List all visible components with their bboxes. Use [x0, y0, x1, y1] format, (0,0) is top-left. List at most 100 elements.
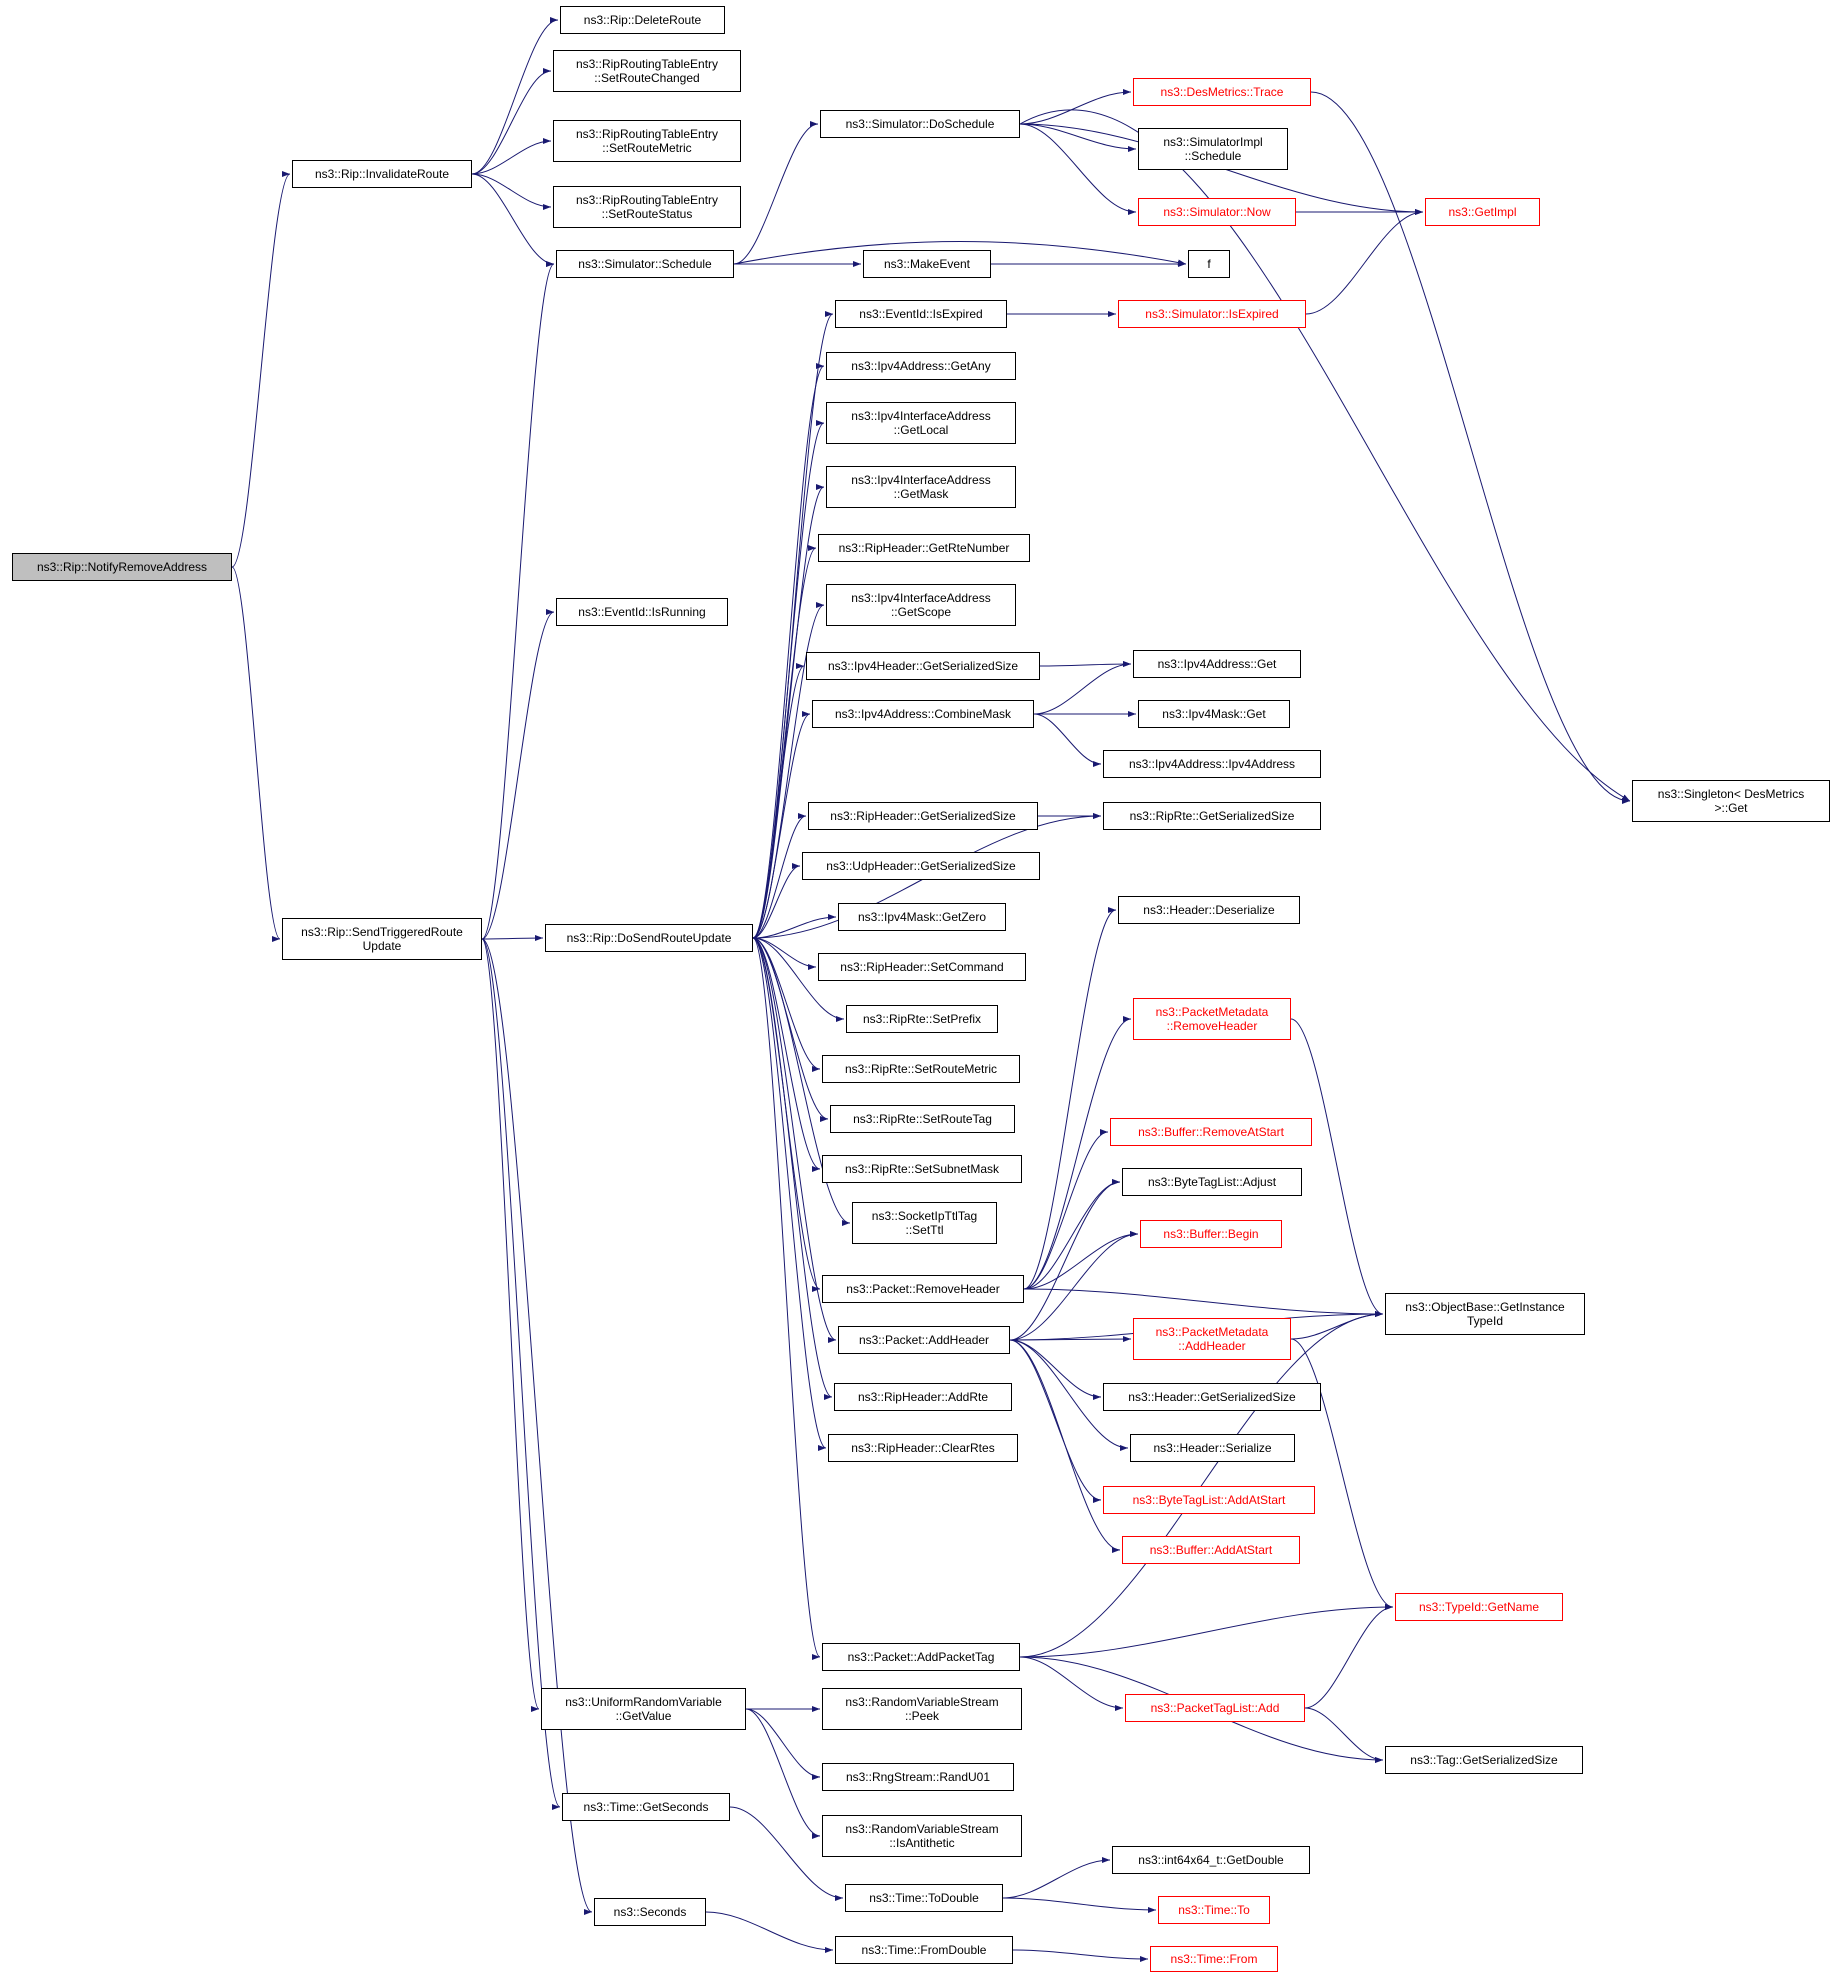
- edge-removeHeader-hDeserialize: [1023, 907, 1117, 1290]
- node-getAny[interactable]: ns3::Ipv4Address::GetAny: [826, 352, 1016, 380]
- node-combineMask[interactable]: ns3::Ipv4Address::CombineMask: [812, 700, 1034, 728]
- node-getZero[interactable]: ns3::Ipv4Mask::GetZero: [838, 903, 1006, 931]
- node-setRouteChanged[interactable]: ns3::RipRoutingTableEntry ::SetRouteChan…: [553, 50, 741, 92]
- node-setRouteTag[interactable]: ns3::RipRte::SetRouteTag: [830, 1105, 1015, 1133]
- node-btlAdjust[interactable]: ns3::ByteTagList::Adjust: [1122, 1168, 1302, 1196]
- node-ip4Ctor[interactable]: ns3::Ipv4Address::Ipv4Address: [1103, 750, 1321, 778]
- node-getScope[interactable]: ns3::Ipv4InterfaceAddress ::GetScope: [826, 584, 1016, 626]
- node-doSchedule[interactable]: ns3::Simulator::DoSchedule: [820, 110, 1020, 138]
- node-hSerialize[interactable]: ns3::Header::Serialize: [1130, 1434, 1295, 1462]
- edge-doSend-combineMask: [752, 711, 811, 939]
- node-rteSetRouteMetric[interactable]: ns3::RipRoutingTableEntry ::SetRouteMetr…: [553, 120, 741, 162]
- node-ip4hGetSer[interactable]: ns3::Ipv4Header::GetSerializedSize: [806, 652, 1040, 680]
- node-getSeconds[interactable]: ns3::Time::GetSeconds: [562, 1793, 730, 1821]
- node-peek[interactable]: ns3::RandomVariableStream ::Peek: [822, 1688, 1022, 1730]
- node-setRouteStatus[interactable]: ns3::RipRoutingTableEntry ::SetRouteStat…: [553, 186, 741, 228]
- node-hDeserialize[interactable]: ns3::Header::Deserialize: [1118, 896, 1300, 924]
- edge-invalidate-rteSetRouteMetric: [471, 138, 552, 175]
- node-getLocal[interactable]: ns3::Ipv4InterfaceAddress ::GetLocal: [826, 402, 1016, 444]
- node-pmAdd[interactable]: ns3::PacketMetadata ::AddHeader: [1133, 1318, 1291, 1360]
- edge-addPacketTag-getName: [1019, 1604, 1394, 1658]
- node-timeTo[interactable]: ns3::Time::To: [1158, 1896, 1270, 1924]
- node-evIsExpired[interactable]: ns3::EventId::IsExpired: [835, 300, 1007, 328]
- node-removeHeader[interactable]: ns3::Packet::RemoveHeader: [822, 1275, 1024, 1303]
- node-timeFrom[interactable]: ns3::Time::From: [1150, 1946, 1278, 1972]
- node-ripRteGetSer[interactable]: ns3::RipRte::GetSerializedSize: [1103, 802, 1321, 830]
- edge-sendTrig-schedule: [481, 261, 555, 940]
- node-doSend[interactable]: ns3::Rip::DoSendRouteUpdate: [545, 924, 753, 952]
- edge-doSend-setSubnetMask: [752, 937, 821, 1172]
- node-implSchedule[interactable]: ns3::SimulatorImpl ::Schedule: [1138, 128, 1288, 170]
- node-getMask[interactable]: ns3::Ipv4InterfaceAddress ::GetMask: [826, 466, 1016, 508]
- node-bufAddAtStart[interactable]: ns3::Buffer::AddAtStart: [1122, 1536, 1300, 1564]
- node-now[interactable]: ns3::Simulator::Now: [1138, 198, 1296, 226]
- edge-combineMask-ip4Ctor: [1033, 713, 1102, 767]
- node-seconds[interactable]: ns3::Seconds: [594, 1898, 706, 1926]
- node-ptlAdd[interactable]: ns3::PacketTagList::Add: [1125, 1694, 1305, 1722]
- node-isRunning[interactable]: ns3::EventId::IsRunning: [556, 598, 728, 626]
- node-addPacketTag[interactable]: ns3::Packet::AddPacketTag: [822, 1643, 1020, 1671]
- node-setPrefix[interactable]: ns3::RipRte::SetPrefix: [846, 1005, 998, 1033]
- node-singletonGet[interactable]: ns3::Singleton< DesMetrics >::Get: [1632, 780, 1830, 822]
- node-tagGetSer[interactable]: ns3::Tag::GetSerializedSize: [1385, 1746, 1583, 1774]
- node-ripRteSetRouteMetric[interactable]: ns3::RipRte::SetRouteMetric: [822, 1055, 1020, 1083]
- node-hGetSer[interactable]: ns3::Header::GetSerializedSize: [1103, 1383, 1321, 1411]
- edge-doSend-getAny: [752, 363, 825, 939]
- node-udphGetSer[interactable]: ns3::UdpHeader::GetSerializedSize: [802, 852, 1040, 880]
- node-addRte[interactable]: ns3::RipHeader::AddRte: [834, 1383, 1012, 1411]
- node-riphGetSer[interactable]: ns3::RipHeader::GetSerializedSize: [808, 802, 1038, 830]
- edge-doSchedule-trace: [1019, 89, 1132, 125]
- node-sendTrig[interactable]: ns3::Rip::SendTriggeredRoute Update: [282, 918, 482, 960]
- node-maskGet[interactable]: ns3::Ipv4Mask::Get: [1138, 700, 1290, 728]
- node-simIsExpired[interactable]: ns3::Simulator::IsExpired: [1118, 300, 1306, 328]
- edge-removeHeader-bufRemoveAtStart: [1023, 1129, 1109, 1290]
- edge-schedule-f: [733, 241, 1187, 266]
- edge-sendTrig-seconds: [481, 938, 593, 1915]
- node-ip4Get[interactable]: ns3::Ipv4Address::Get: [1133, 650, 1301, 678]
- node-getRteNumber[interactable]: ns3::RipHeader::GetRteNumber: [818, 534, 1030, 562]
- edge-doSend-getZero: [752, 914, 837, 939]
- node-setTtl[interactable]: ns3::SocketIpTtlTag ::SetTtl: [852, 1202, 997, 1244]
- node-deleteRoute[interactable]: ns3::Rip::DeleteRoute: [560, 6, 725, 34]
- edge-addPacketTag-ptlAdd: [1019, 1656, 1124, 1711]
- node-schedule[interactable]: ns3::Simulator::Schedule: [556, 250, 734, 278]
- node-setCommand[interactable]: ns3::RipHeader::SetCommand: [818, 953, 1026, 981]
- node-bufRemoveAtStart[interactable]: ns3::Buffer::RemoveAtStart: [1110, 1118, 1312, 1146]
- edge-doSend-setPrefix: [752, 937, 845, 1022]
- node-isAntithetic[interactable]: ns3::RandomVariableStream ::IsAntithetic: [822, 1815, 1022, 1857]
- edge-doSend-riphGetSer: [752, 813, 807, 939]
- edge-removeHeader-getInstTypeId: [1023, 1288, 1384, 1317]
- node-invalidate[interactable]: ns3::Rip::InvalidateRoute: [292, 160, 472, 188]
- node-fromDouble[interactable]: ns3::Time::FromDouble: [835, 1936, 1013, 1964]
- node-addHeader[interactable]: ns3::Packet::AddHeader: [838, 1326, 1010, 1354]
- edge-notify-sendTrig: [231, 566, 281, 942]
- node-pmRemove[interactable]: ns3::PacketMetadata ::RemoveHeader: [1133, 998, 1291, 1040]
- node-getImpl[interactable]: ns3::GetImpl: [1425, 198, 1540, 226]
- edge-pmAdd-getInstTypeId: [1290, 1311, 1384, 1340]
- edge-toDouble-timeTo: [1002, 1897, 1157, 1913]
- edge-ip4hGetSer-ip4Get: [1039, 661, 1132, 668]
- node-getName[interactable]: ns3::TypeId::GetName: [1395, 1593, 1563, 1621]
- node-getInstTypeId[interactable]: ns3::ObjectBase::GetInstance TypeId: [1385, 1293, 1585, 1335]
- node-f[interactable]: f: [1188, 250, 1230, 278]
- node-trace[interactable]: ns3::DesMetrics::Trace: [1133, 78, 1311, 106]
- node-makeEvent[interactable]: ns3::MakeEvent: [863, 250, 991, 278]
- node-randU01[interactable]: ns3::RngStream::RandU01: [822, 1763, 1014, 1791]
- node-btlAddAtStart[interactable]: ns3::ByteTagList::AddAtStart: [1103, 1486, 1315, 1514]
- node-i64GetDouble[interactable]: ns3::int64x64_t::GetDouble: [1112, 1846, 1310, 1874]
- node-toDouble[interactable]: ns3::Time::ToDouble: [845, 1884, 1003, 1912]
- edge-uniGetValue-randU01: [745, 1708, 821, 1780]
- edge-uniGetValue-isAntithetic: [745, 1708, 821, 1839]
- edge-doSend-addHeader: [752, 937, 837, 1343]
- node-bufBegin[interactable]: ns3::Buffer::Begin: [1140, 1220, 1282, 1248]
- edge-doSchedule-now: [1019, 123, 1137, 215]
- edge-doSend-setTtl: [752, 937, 851, 1226]
- node-notify[interactable]: ns3::Rip::NotifyRemoveAddress: [12, 553, 232, 581]
- edge-combineMask-ip4Get: [1033, 661, 1132, 715]
- edge-invalidate-setRouteChanged: [471, 68, 552, 175]
- node-setSubnetMask[interactable]: ns3::RipRte::SetSubnetMask: [822, 1155, 1022, 1183]
- node-uniGetValue[interactable]: ns3::UniformRandomVariable ::GetValue: [541, 1688, 746, 1730]
- node-clearRtes[interactable]: ns3::RipHeader::ClearRtes: [828, 1434, 1018, 1462]
